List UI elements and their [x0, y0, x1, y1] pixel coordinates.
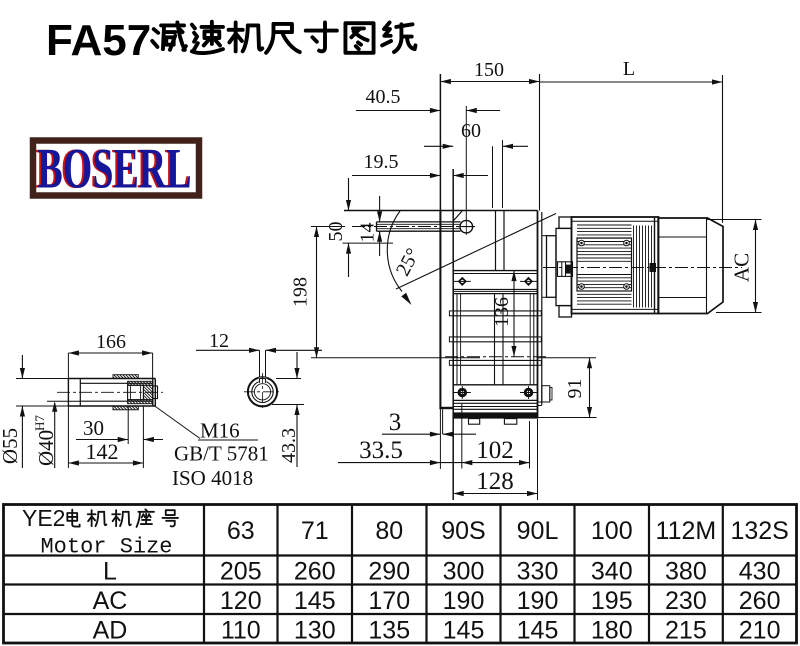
svg-text:90S: 90S: [441, 517, 485, 545]
svg-text:H7: H7: [32, 415, 47, 431]
svg-text:300: 300: [443, 558, 485, 586]
svg-text:195: 195: [591, 587, 633, 615]
svg-text:AC: AC: [93, 587, 128, 615]
svg-text:330: 330: [517, 558, 559, 586]
svg-text:215: 215: [665, 617, 707, 645]
svg-text:260: 260: [294, 558, 336, 586]
svg-text:FA57: FA57: [46, 16, 151, 65]
svg-text:145: 145: [294, 587, 336, 615]
svg-text:142: 142: [86, 439, 119, 464]
svg-text:136: 136: [491, 297, 513, 327]
svg-text:80: 80: [375, 517, 403, 545]
svg-text:71: 71: [301, 517, 329, 545]
svg-text:100: 100: [591, 517, 633, 545]
svg-text:50: 50: [325, 222, 347, 242]
svg-text:YE2: YE2: [22, 505, 65, 531]
svg-text:290: 290: [368, 558, 410, 586]
svg-text:Ø40: Ø40: [34, 430, 58, 466]
svg-text:198: 198: [290, 277, 312, 307]
svg-text:102: 102: [476, 437, 514, 464]
svg-text:340: 340: [591, 558, 633, 586]
svg-text:3: 3: [389, 409, 402, 436]
svg-text:BOSERL: BOSERL: [35, 138, 189, 200]
svg-text:19.5: 19.5: [364, 151, 399, 173]
svg-text:12: 12: [209, 330, 229, 352]
svg-text:190: 190: [517, 587, 559, 615]
svg-text:190: 190: [443, 587, 485, 615]
svg-text:210: 210: [739, 617, 781, 645]
svg-text:230: 230: [665, 587, 707, 615]
svg-text:130: 130: [294, 617, 336, 645]
svg-text:Ø55: Ø55: [0, 428, 22, 464]
svg-text:90L: 90L: [517, 517, 559, 545]
svg-text:132S: 132S: [730, 517, 788, 545]
svg-text:430: 430: [739, 558, 781, 586]
svg-text:110: 110: [221, 617, 261, 645]
svg-text:60: 60: [461, 120, 481, 142]
svg-text:43.3: 43.3: [278, 428, 300, 463]
svg-text:63: 63: [227, 517, 255, 545]
svg-text:170: 170: [368, 587, 410, 615]
svg-text:120: 120: [220, 587, 262, 615]
svg-text:30: 30: [83, 416, 104, 440]
svg-text:91: 91: [564, 379, 586, 399]
svg-text:205: 205: [220, 558, 262, 586]
svg-text:AD: AD: [93, 617, 128, 645]
svg-text:128: 128: [476, 468, 514, 495]
svg-text:135: 135: [368, 617, 410, 645]
svg-text:150: 150: [474, 59, 504, 81]
svg-text:145: 145: [443, 617, 485, 645]
svg-text:166: 166: [96, 331, 126, 353]
svg-text:AC: AC: [730, 253, 754, 282]
svg-text:260: 260: [739, 587, 781, 615]
svg-text:40.5: 40.5: [366, 86, 401, 108]
svg-text:GB/T 5781: GB/T 5781: [174, 442, 269, 466]
svg-text:145: 145: [517, 617, 559, 645]
svg-text:33.5: 33.5: [359, 437, 403, 464]
svg-text:14: 14: [357, 223, 379, 243]
svg-text:M16: M16: [200, 419, 240, 443]
svg-text:Motor Size: Motor Size: [40, 535, 172, 560]
svg-text:112M: 112M: [656, 517, 717, 545]
svg-text:BOSERL: BOSERL: [37, 138, 191, 200]
svg-text:180: 180: [591, 617, 633, 645]
svg-text:ISO 4018: ISO 4018: [172, 466, 253, 490]
svg-text:380: 380: [665, 558, 707, 586]
svg-text:L: L: [623, 58, 635, 80]
svg-text:L: L: [103, 558, 117, 586]
